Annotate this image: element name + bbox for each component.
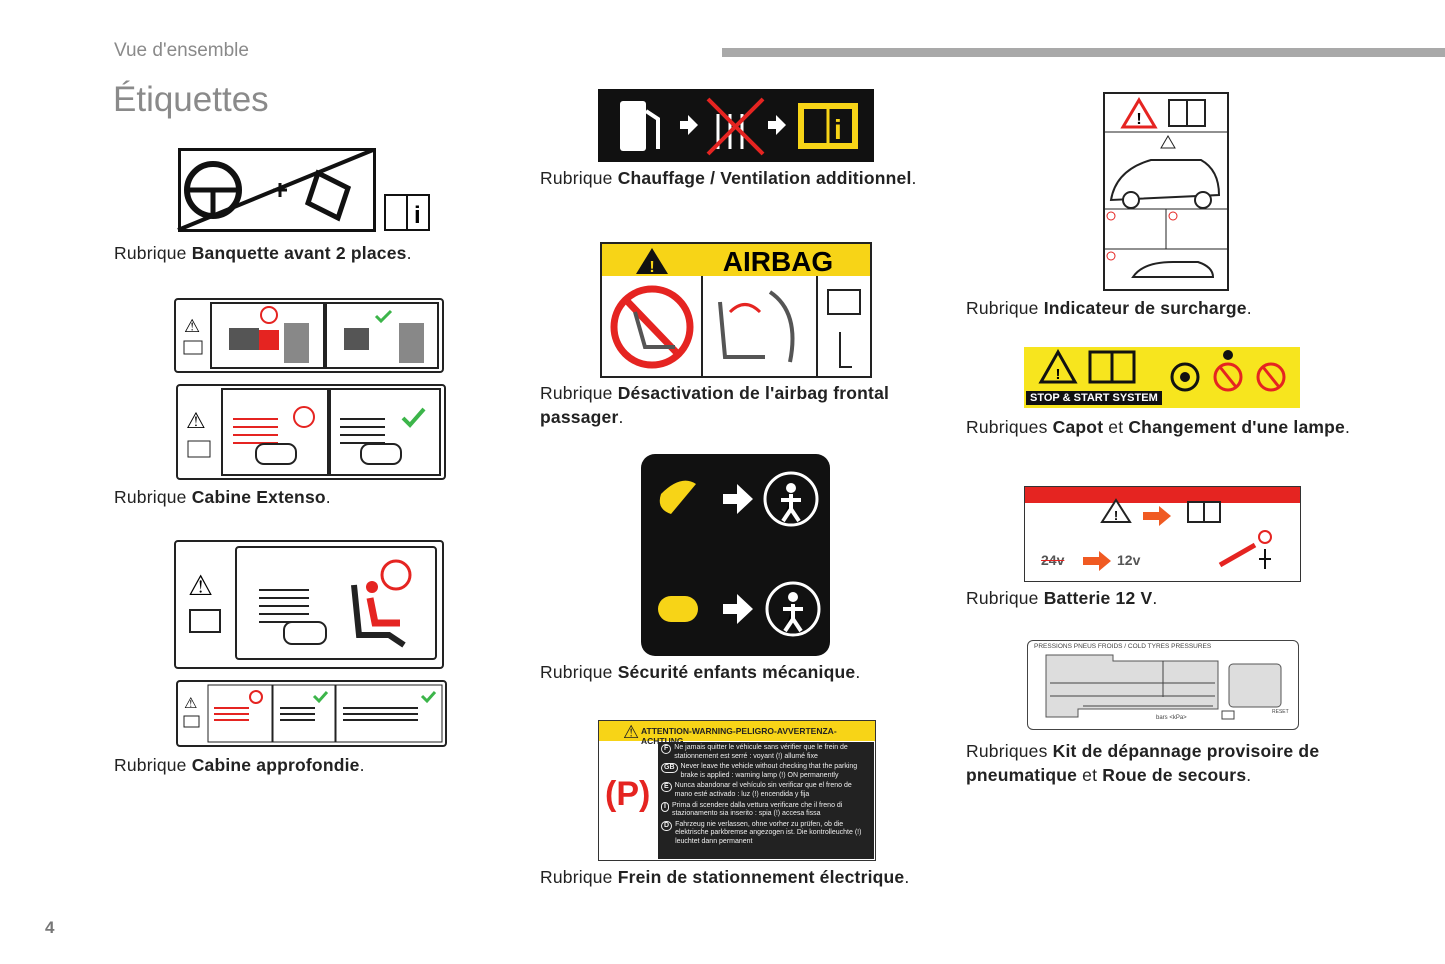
language-code: GB — [661, 763, 678, 774]
stop-start-badge: STOP & START SYSTEM — [1026, 391, 1162, 405]
header-bar — [722, 48, 1445, 57]
batterie-label: ! 24v 12v — [1024, 486, 1301, 582]
capot-label: ! STOP & START SYSTEM — [1024, 347, 1300, 408]
banquette-label: i — [177, 148, 430, 232]
book-icon: i — [384, 194, 430, 231]
svg-text:⚠: ⚠ — [184, 695, 197, 712]
warning-text: Prima di scendere dalla vettura verifica… — [671, 801, 843, 818]
battery-icons: ! — [1083, 498, 1272, 571]
tyre-title: PRESSIONS PNEUS FROIDS / COLD TYRES PRES… — [1034, 643, 1212, 650]
warning-text: Fahrzeug nie verlassen, ohne vorher zu p… — [675, 820, 862, 845]
svg-text:⚠: ⚠ — [188, 570, 213, 601]
tyre-reset: RESET — [1272, 709, 1289, 715]
caption-surcharge: Rubrique Indicateur de surcharge. — [966, 298, 1252, 318]
warning-icon: ⚠ — [623, 722, 640, 742]
caption-batterie: Rubrique Batterie 12 V. — [966, 588, 1158, 608]
warning-text: Nunca abandonar el vehículo sin verifica… — [674, 782, 852, 798]
frein-header: ATTENTION-WARNING-PELIGRO-AVVERTENZA-ACH… — [641, 726, 837, 746]
language-code: E — [661, 782, 672, 793]
warning-book-icons: ! — [1038, 348, 1286, 392]
caption-pneus: Rubriques Kit de dépannage provisoire de… — [966, 741, 1320, 785]
warning-text: Ne jamais quitter le véhicule sans vérif… — [674, 744, 848, 760]
chauffage-label: i — [598, 89, 874, 162]
svg-text:⚠: ⚠ — [186, 408, 206, 433]
surcharge-label: ! — [1103, 92, 1229, 291]
caption-capot: Rubriques Capot et Changement d'une lamp… — [966, 417, 1351, 437]
tyre-pressure-label: PRESSIONS PNEUS FROIDS / COLD TYRES PRES… — [1027, 640, 1299, 730]
language-code: D — [661, 820, 673, 831]
extenso-label-bottom: ⚠ — [176, 384, 446, 480]
extenso-label-top: ⚠ — [174, 298, 444, 373]
caption-banquette: Rubrique Banquette avant 2 places. — [114, 243, 412, 263]
frein-label: ⚠ ATTENTION-WARNING-PELIGRO-AVVERTENZA-A… — [598, 720, 876, 861]
caption-approfondie: Rubrique Cabine approfondie. — [114, 755, 365, 775]
caption-extenso: Rubrique Cabine Extenso. — [114, 487, 331, 507]
svg-text:!: ! — [1136, 111, 1141, 128]
tyre-units: bars <kPa> — [1156, 715, 1187, 721]
approfondie-label-bottom: ⚠ — [176, 680, 447, 747]
svg-text:i: i — [414, 202, 421, 229]
svg-text:!: ! — [1056, 366, 1061, 383]
caption-airbag: Rubrique Désactivation de l'airbag front… — [540, 383, 890, 427]
approfondie-label-top: ⚠ — [174, 540, 444, 669]
tyre-table — [1045, 654, 1282, 720]
warning-text: Never leave the vehicle without checking… — [680, 763, 858, 779]
section-header: Vue d'ensemble — [114, 40, 249, 61]
caption-securite: Rubrique Sécurité enfants mécanique. — [540, 662, 861, 682]
page-number: 4 — [45, 918, 55, 937]
airbag-label: ! AIRBAG — [600, 242, 872, 378]
new-voltage: 12v — [1117, 552, 1141, 568]
svg-text:!: ! — [649, 259, 654, 276]
caption-chauffage: Rubrique Chauffage / Ventilation additio… — [540, 168, 917, 188]
page-title: Étiquettes — [113, 80, 269, 119]
old-voltage: 24v — [1041, 552, 1065, 568]
language-code: F — [661, 744, 672, 754]
securite-enfants-label — [641, 454, 830, 656]
svg-text:⚠: ⚠ — [184, 316, 200, 336]
language-code: I — [661, 801, 669, 812]
svg-text:!: ! — [1114, 508, 1118, 523]
airbag-title: AIRBAG — [723, 246, 833, 277]
parking-brake-icon: (P) — [605, 775, 651, 813]
svg-text:i: i — [834, 114, 842, 145]
caption-frein: Rubrique Frein de stationnement électriq… — [540, 867, 910, 887]
